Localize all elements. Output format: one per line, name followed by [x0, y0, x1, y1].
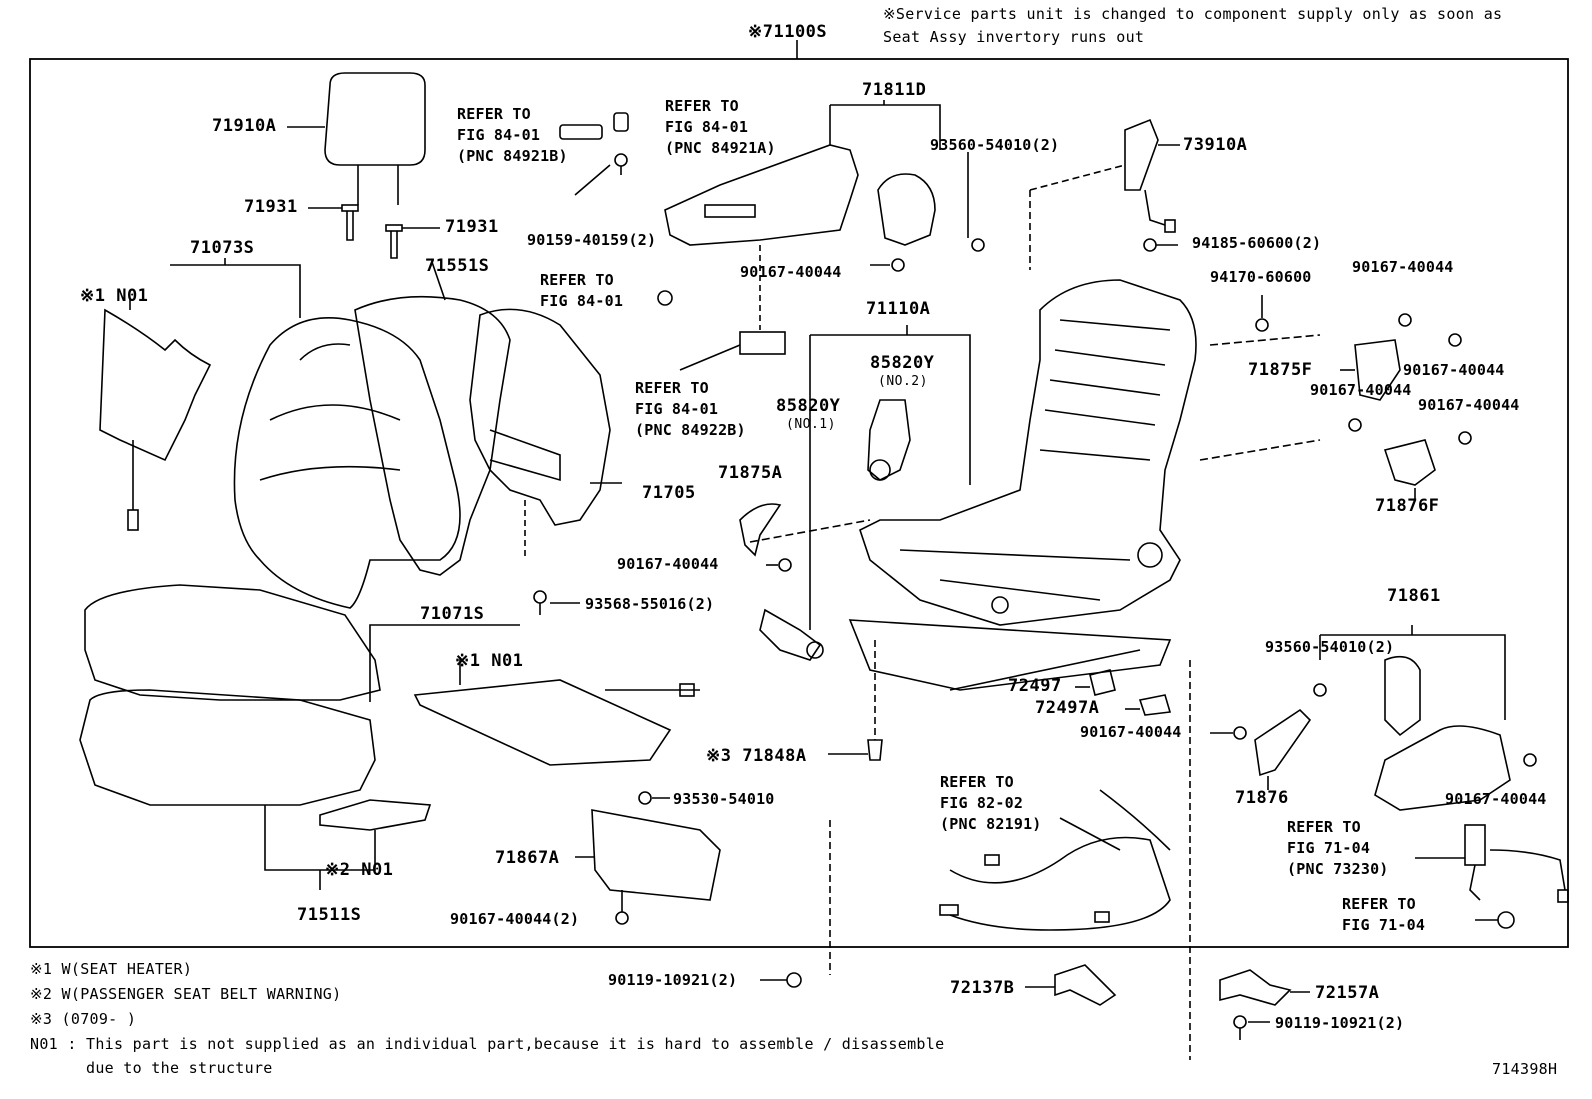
footnote-n01-line2: due to the structure [30, 1059, 273, 1077]
part-n01-belt[interactable]: ※2 N01 [325, 860, 394, 880]
seatback-heater-drawing [99, 308, 212, 531]
belt-sensor-drawing [319, 799, 432, 831]
refer-82191[interactable]: REFER TO FIG 82-02 (PNC 82191) [940, 773, 1042, 833]
part-94170[interactable]: 94170-60600 [1210, 268, 1312, 286]
part-71931-left[interactable]: 71931 [244, 197, 298, 217]
part-71811D[interactable]: 71811D [862, 80, 927, 100]
part-72137B[interactable]: 72137B [950, 978, 1015, 998]
part-90167-r2[interactable]: 90167-40044 [1403, 361, 1505, 379]
bracket-71876-drawing [1254, 708, 1312, 777]
part-90167-top[interactable]: 90167-40044 [740, 263, 842, 281]
part-93530[interactable]: 93530-54010 [673, 790, 775, 808]
recliner-knob-right-drawing [1374, 655, 1511, 811]
recliner-cover-drawing [664, 144, 859, 246]
part-90167-r3[interactable]: 90167-40044 [1310, 381, 1412, 399]
part-90167-r4[interactable]: 90167-40044 [1418, 396, 1520, 414]
part-85820Y-no2-note: (NO.2) [878, 374, 928, 389]
part-71861[interactable]: 71861 [1387, 586, 1441, 606]
assembly-number[interactable]: ※71100S [748, 22, 828, 42]
part-90167-mid[interactable]: 90167-40044 [617, 555, 719, 573]
part-71110A[interactable]: 71110A [866, 299, 931, 319]
footnote-1: ※1 W(SEAT HEATER) [30, 960, 193, 978]
clip-71848A-drawing [867, 739, 883, 761]
service-notice-line1: ※Service parts unit is changed to compon… [883, 5, 1503, 23]
headrest-support-right [385, 224, 403, 259]
bracket-71876F-drawing [1383, 439, 1436, 486]
bracket-72137B-drawing [1054, 964, 1117, 1006]
refer-84921A[interactable]: REFER TO FIG 84-01 (PNC 84921A) [665, 97, 776, 157]
part-71875A[interactable]: 71875A [718, 463, 783, 483]
cover-71875A-drawing [739, 503, 782, 557]
part-93560-top[interactable]: 93560-54010(2) [930, 136, 1060, 154]
motor-no1-drawing [759, 608, 824, 661]
part-72157A[interactable]: 72157A [1315, 983, 1380, 1003]
part-90167-far[interactable]: 90167-40044 [1445, 790, 1547, 808]
diagram-frame [29, 58, 1569, 948]
side-airbag-drawing [1124, 118, 1176, 233]
part-71876[interactable]: 71876 [1235, 788, 1289, 808]
refer-84-01[interactable]: REFER TO FIG 84-01 [540, 271, 624, 310]
cushion-heater-drawing [413, 679, 700, 766]
part-71910A[interactable]: 71910A [212, 116, 277, 136]
figure-id: 714398H [1492, 1060, 1558, 1078]
part-93568[interactable]: 93568-55016(2) [585, 595, 715, 613]
bracket-71875F-drawing [1354, 339, 1401, 401]
part-71071S[interactable]: 71071S [420, 604, 485, 624]
switch-bracket-drawing [739, 331, 786, 355]
part-85820Y-no1[interactable]: 85820Y [776, 396, 841, 416]
part-71848A[interactable]: ※3 71848A [706, 746, 807, 766]
part-71511S[interactable]: 71511S [297, 905, 362, 925]
refer-73230[interactable]: REFER TO FIG 71-04 (PNC 73230) [1287, 818, 1389, 878]
back-panel-drawing [469, 308, 611, 526]
belt-buckle-drawing [1464, 824, 1569, 903]
seatback-board-drawing [354, 295, 511, 576]
bracket-72157A-drawing [1219, 969, 1292, 1006]
part-71073S[interactable]: 71073S [190, 238, 255, 258]
part-85820Y-no1-note: (NO.1) [786, 417, 836, 432]
part-71875F[interactable]: 71875F [1248, 360, 1313, 380]
part-71551S[interactable]: 71551S [425, 256, 490, 276]
part-94185[interactable]: 94185-60600(2) [1192, 234, 1322, 252]
part-85820Y-no2[interactable]: 85820Y [870, 353, 935, 373]
refer-84922B[interactable]: REFER TO FIG 84-01 (PNC 84922B) [635, 379, 746, 439]
refer-71-04[interactable]: REFER TO FIG 71-04 [1342, 895, 1426, 934]
seat-frame-drawing [848, 279, 1197, 691]
wire-harness-drawing [939, 789, 1171, 931]
part-90167-lower[interactable]: 90167-40044 [1080, 723, 1182, 741]
part-90119-a[interactable]: 90119-10921(2) [608, 971, 738, 989]
rail-cover-72497-drawing [1089, 669, 1172, 716]
part-71931-right[interactable]: 71931 [445, 217, 499, 237]
headrest-drawing [324, 72, 426, 205]
part-93560-right[interactable]: 93560-54010(2) [1265, 638, 1395, 656]
recliner-knob-drawing [877, 173, 936, 246]
part-73910A[interactable]: 73910A [1183, 135, 1248, 155]
footnote-3: ※3 (0709- ) [30, 1010, 137, 1028]
part-90119-b[interactable]: 90119-10921(2) [1275, 1014, 1405, 1032]
part-72497[interactable]: 72497 [1008, 676, 1062, 696]
part-71867A[interactable]: 71867A [495, 848, 560, 868]
part-71876F[interactable]: 71876F [1375, 496, 1440, 516]
seat-cushion-drawing [79, 584, 381, 806]
side-cover-71867A-drawing [591, 809, 721, 901]
part-71705[interactable]: 71705 [642, 483, 696, 503]
headrest-support-left [341, 204, 359, 241]
part-n01-cushion[interactable]: ※1 N01 [455, 651, 524, 671]
footnote-2: ※2 W(PASSENGER SEAT BELT WARNING) [30, 985, 342, 1003]
switch-knob-small [559, 112, 629, 140]
footnote-n01-line1: N01 : This part is not supplied as an in… [30, 1035, 945, 1053]
part-72497A[interactable]: 72497A [1035, 698, 1100, 718]
seatback-cover-drawing [233, 317, 461, 609]
part-90167-r1[interactable]: 90167-40044 [1352, 258, 1454, 276]
part-90167-bottom[interactable]: 90167-40044(2) [450, 910, 580, 928]
refer-84921B[interactable]: REFER TO FIG 84-01 (PNC 84921B) [457, 105, 568, 165]
part-90159-40159[interactable]: 90159-40159(2) [527, 231, 657, 249]
part-n01-back[interactable]: ※1 N01 [80, 286, 149, 306]
motor-no2-drawing [867, 399, 911, 481]
service-notice-line2: Seat Assy invertory runs out [883, 28, 1145, 46]
